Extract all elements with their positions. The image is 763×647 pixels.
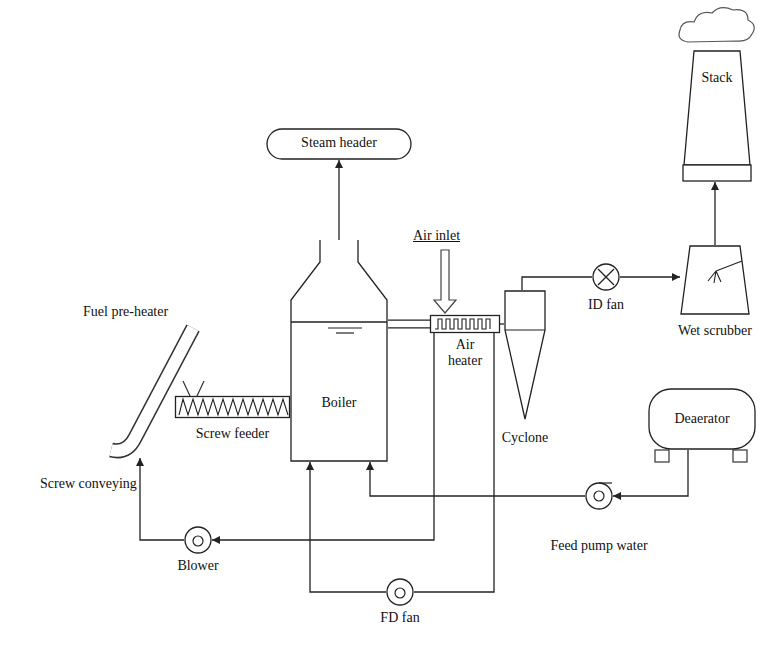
connector-line — [714, 182, 715, 245]
connector — [370, 462, 585, 496]
node-label: Fuel pre-heater — [83, 304, 168, 320]
air-heater: Air heater — [430, 315, 500, 333]
air-inlet-label: Air inlet — [413, 228, 460, 244]
connector-line — [388, 320, 430, 329]
boiler: Boiler — [290, 240, 388, 462]
deaerator-leg — [733, 450, 747, 462]
connector-inner — [388, 321, 430, 327]
connector — [620, 277, 680, 278]
id-fan: ID fan — [592, 263, 620, 291]
connector — [500, 324, 504, 325]
air-inlet-arrow — [434, 250, 456, 313]
fuel-preheater-shape — [105, 322, 200, 458]
fuel-preheater: Fuel pre-heater — [105, 322, 200, 458]
deaerator-leg — [655, 450, 669, 462]
node-label: Screw feeder — [196, 426, 269, 442]
wet-scrubber: Wet scrubber — [680, 245, 750, 315]
node-label: ID fan — [588, 297, 624, 313]
connector — [414, 333, 494, 592]
node-label: Steam header — [301, 135, 377, 151]
flue-duct — [388, 324, 430, 325]
blower-shape — [184, 526, 212, 554]
node-label: Deaerator — [674, 411, 729, 427]
connector — [522, 277, 592, 290]
cyclone: Cyclone — [504, 290, 546, 420]
connector — [715, 182, 716, 245]
smoke-cloud — [679, 8, 754, 42]
node-label: Air heater — [443, 337, 487, 369]
node-label: FD fan — [380, 610, 419, 626]
cyclone-shape — [504, 290, 546, 420]
feed-pump: Feed pump water — [585, 482, 613, 510]
stack-shape — [682, 50, 752, 182]
node-label: Cyclone — [502, 430, 549, 446]
connector-line — [500, 323, 504, 324]
feed-pump-shape — [585, 482, 613, 510]
connector — [310, 462, 386, 592]
node-label: Boiler — [322, 395, 357, 411]
connector-line — [338, 160, 339, 240]
deaerator: Deaerator — [648, 388, 756, 450]
connector — [339, 160, 340, 240]
connector-line — [414, 333, 494, 592]
node-label: Wet scrubber — [678, 323, 752, 339]
connector-line — [370, 462, 585, 496]
connector — [140, 458, 184, 540]
wet-scrubber-shape — [680, 245, 750, 315]
steam-header: Steam header — [266, 128, 412, 160]
connector — [613, 450, 688, 496]
stack: Stack — [682, 50, 752, 182]
connector-line — [522, 277, 592, 290]
fd-fan: FD fan — [386, 578, 414, 606]
id-fan-shape — [592, 263, 620, 291]
part-label: Screw conveying — [40, 476, 137, 492]
node-label: Stack — [701, 70, 732, 86]
connector-line — [310, 462, 386, 592]
screw-feeder: Screw feeder — [175, 396, 290, 418]
connector-line — [620, 276, 680, 277]
node-label: Blower — [177, 558, 218, 574]
blower: Blower — [184, 526, 212, 554]
connector-line — [613, 450, 688, 496]
connector-line — [140, 458, 184, 540]
boiler-shape — [290, 240, 388, 462]
screw-feeder-shape — [175, 396, 290, 418]
air-heater-shape — [430, 315, 500, 333]
fd-fan-shape — [386, 578, 414, 606]
node-label: Feed pump water — [550, 538, 647, 554]
fuel-hopper — [183, 381, 204, 396]
